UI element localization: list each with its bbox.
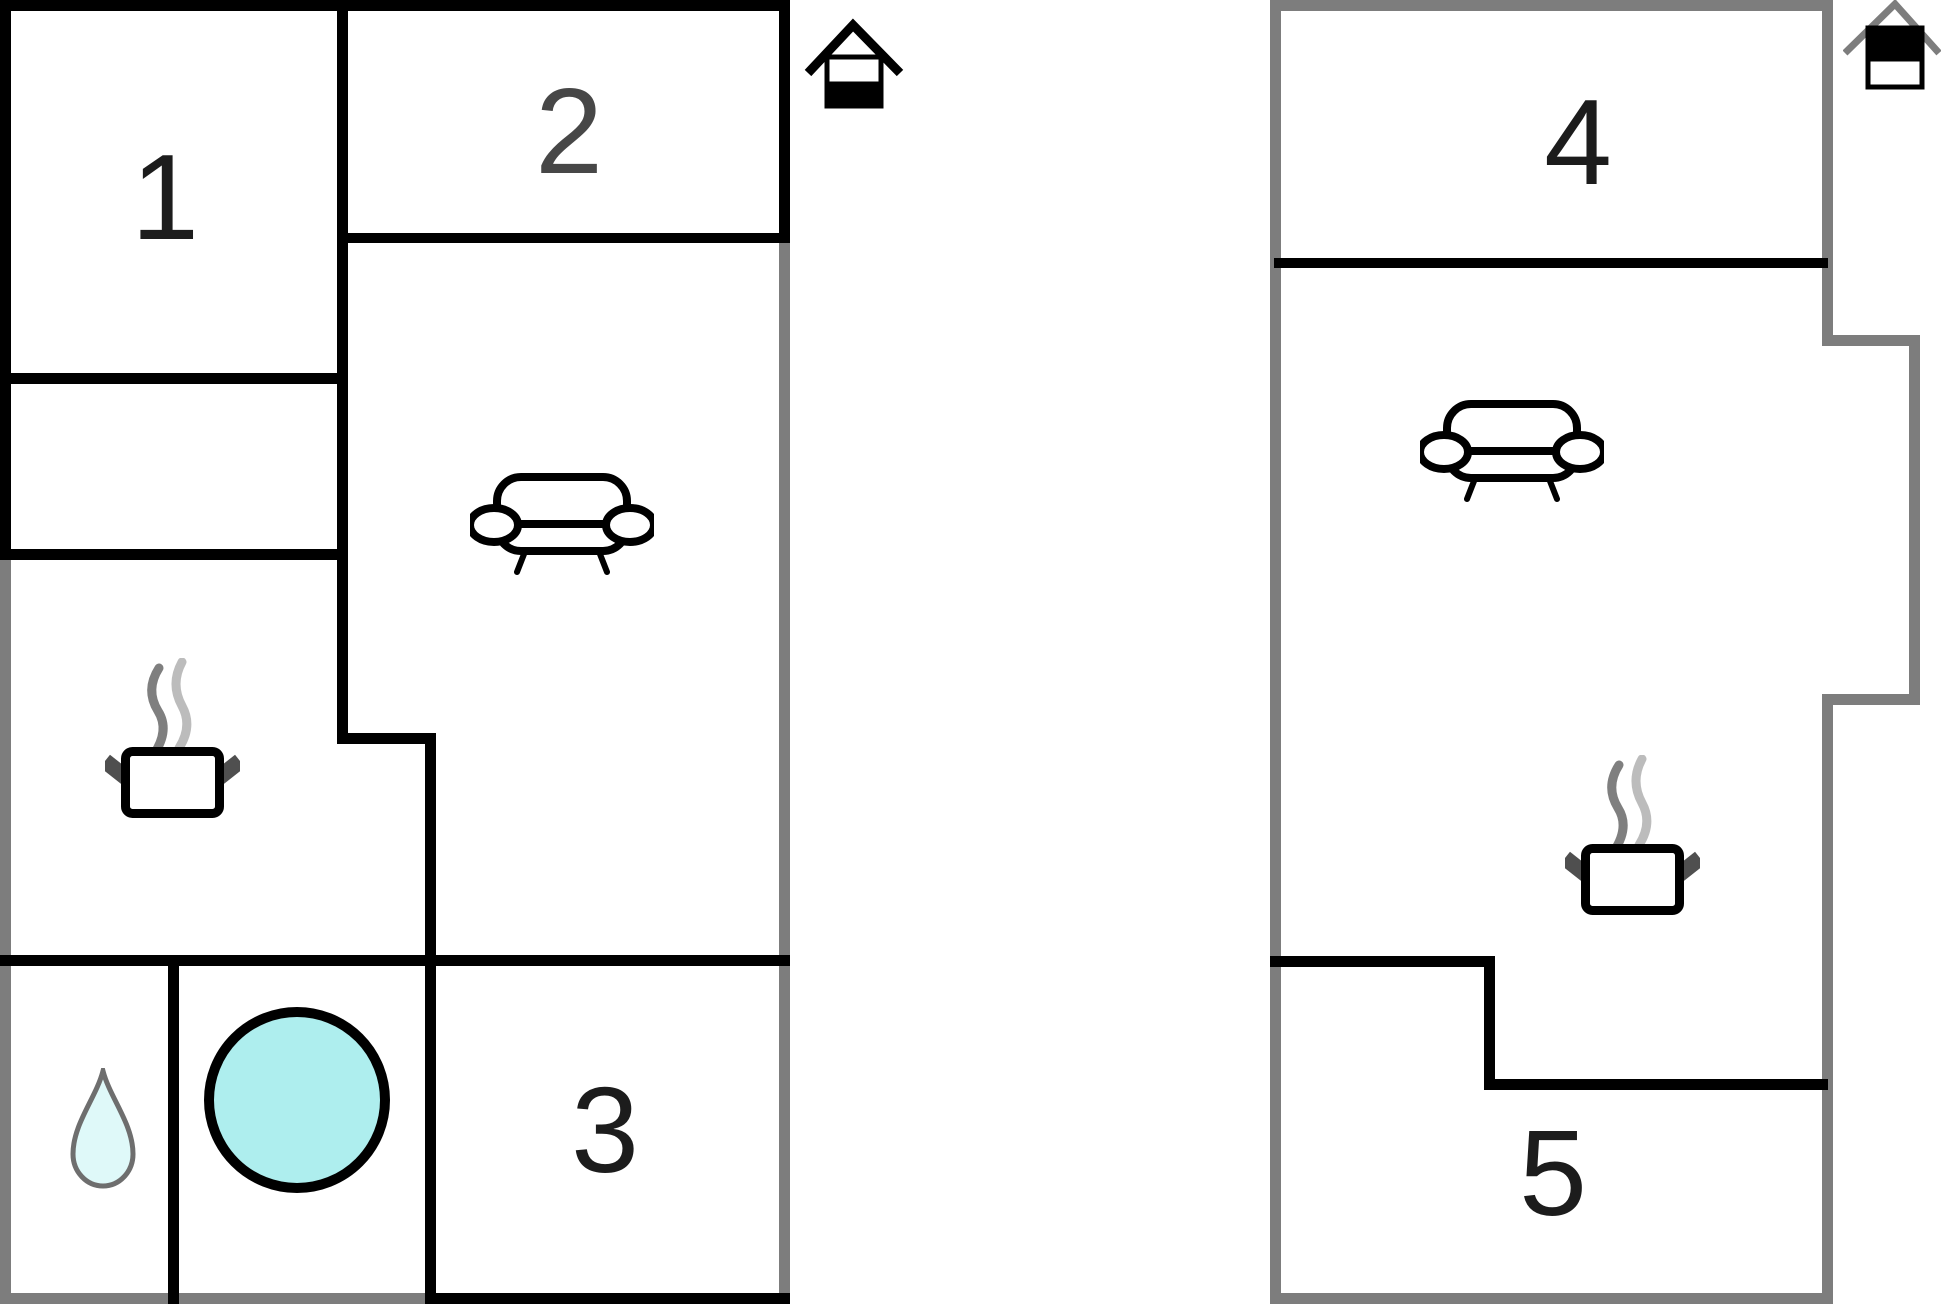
wall-hallway-bottom <box>0 549 348 560</box>
round-basin-icon <box>204 1007 390 1193</box>
wall-outer-left <box>1270 0 1281 1304</box>
wall-outer-left-upper <box>0 0 11 560</box>
cooking-pot-icon <box>105 658 240 818</box>
room-2-label: 2 <box>535 63 603 199</box>
cooking-pot-icon <box>1565 755 1700 915</box>
wall-room5-step <box>1484 956 1495 1090</box>
wall-bump-top <box>1822 335 1920 346</box>
wall-room1-bottom <box>0 373 348 384</box>
wall-step-horizontal <box>337 733 436 744</box>
wall-outer-right-lower <box>1822 694 1833 1304</box>
room-4-label: 4 <box>1544 74 1612 210</box>
wall-outer-bottom <box>1270 1293 1833 1304</box>
storey-indicator-upper-icon <box>1843 0 1941 90</box>
wall-bathroom-top <box>0 955 790 966</box>
wall-divider-vertical <box>337 0 348 744</box>
wall-outer-top <box>0 0 790 11</box>
room-3-label: 3 <box>571 1062 639 1198</box>
wall-bump-right <box>1909 335 1920 705</box>
wall-room4-bottom <box>1274 258 1828 268</box>
sofa-icon <box>1420 400 1604 502</box>
wall-outer-right-upper <box>1822 0 1833 346</box>
sofa-icon <box>470 473 654 575</box>
wall-outer-left <box>0 0 11 1304</box>
wall-room5-right-top <box>1484 1079 1828 1090</box>
wall-room5-top <box>1270 956 1490 967</box>
wall-bathroom-divider <box>168 955 179 1304</box>
wall-outer-right <box>779 0 790 1304</box>
room-1-label: 1 <box>131 129 199 265</box>
wall-room2-bottom <box>337 233 790 243</box>
wall-bump-bottom <box>1822 694 1920 705</box>
storey-indicator-lower-icon <box>804 18 904 109</box>
room-5-label: 5 <box>1519 1105 1587 1241</box>
water-drop-icon <box>70 1068 136 1189</box>
wall-outer-right-upper <box>779 0 790 243</box>
wall-outer-bottom <box>0 1293 790 1304</box>
wall-step-vertical <box>425 733 436 1304</box>
wall-room3-bottom <box>425 1293 790 1304</box>
wall-outer-top <box>1270 0 1833 11</box>
